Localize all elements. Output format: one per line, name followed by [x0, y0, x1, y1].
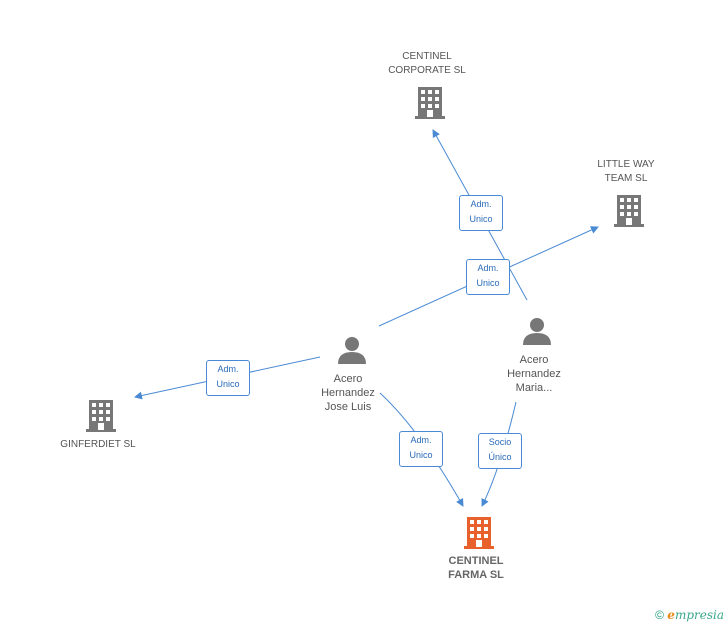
- node-label-line: Acero: [333, 373, 363, 385]
- node-label-line: FARMA SL: [448, 569, 504, 581]
- brand-name: mpresia: [674, 608, 724, 622]
- edge-label-line: Adm.: [217, 364, 239, 374]
- brand-logo: empresia: [667, 608, 724, 622]
- node-label-line: CENTINEL: [402, 51, 452, 62]
- edge-label-maria-corporate[interactable]: Adm. Unico: [459, 195, 503, 231]
- node-label-line: LITTLE WAY: [597, 159, 655, 170]
- node-label-line: Hernandez: [507, 368, 561, 380]
- node-label-little-way[interactable]: LITTLE WAY TEAM SL: [576, 158, 676, 186]
- edge-label-maria-farma[interactable]: Socio Único: [478, 433, 522, 469]
- edge-label-line: Unico: [216, 379, 240, 389]
- node-label-line: Hernandez: [321, 387, 375, 399]
- node-label-centinel-corporate[interactable]: CENTINEL CORPORATE SL: [377, 50, 477, 78]
- brand-footer[interactable]: © empresia: [655, 608, 724, 622]
- edge-label-line: Unico: [476, 278, 500, 288]
- building-icon[interactable]: [414, 85, 446, 119]
- node-label-line: CENTINEL: [448, 555, 504, 567]
- edge-label-line: Adm.: [477, 263, 499, 273]
- edge-label-jose-farma[interactable]: Adm. Unico: [399, 431, 443, 467]
- node-label-centinel-farma[interactable]: CENTINEL FARMA SL: [426, 554, 526, 582]
- brand-initial: e: [667, 608, 675, 622]
- node-label-person-maria[interactable]: Acero Hernandez Maria...: [484, 353, 584, 395]
- node-label-line: Maria...: [515, 382, 553, 394]
- copyright-icon: ©: [655, 608, 664, 622]
- node-label-line: CORPORATE SL: [388, 65, 466, 76]
- node-label-line: TEAM SL: [604, 173, 648, 184]
- edge-label-line: Unico: [409, 450, 433, 460]
- edge-label-line: Socio: [488, 437, 512, 447]
- building-icon[interactable]: [85, 398, 117, 432]
- edge-label-jose-ginferdiet[interactable]: Adm. Unico: [206, 360, 250, 396]
- building-icon[interactable]: [613, 193, 645, 227]
- edge-label-line: Adm.: [470, 199, 492, 209]
- node-label-person-jose[interactable]: Acero Hernandez Jose Luis: [298, 372, 398, 414]
- node-label-ginferdiet[interactable]: GINFERDIET SL: [48, 438, 148, 452]
- person-icon[interactable]: [522, 316, 552, 346]
- edge-label-line: Unico: [469, 214, 493, 224]
- person-icon[interactable]: [337, 335, 367, 365]
- edge-label-jose-littleway[interactable]: Adm. Unico: [466, 259, 510, 295]
- node-label-line: Acero: [519, 354, 549, 366]
- edge-label-line: Único: [488, 452, 512, 462]
- node-label-line: GINFERDIET SL: [60, 439, 136, 450]
- edge-label-line: Adm.: [410, 435, 432, 445]
- node-label-line: Jose Luis: [324, 401, 372, 413]
- building-icon[interactable]: [463, 515, 495, 549]
